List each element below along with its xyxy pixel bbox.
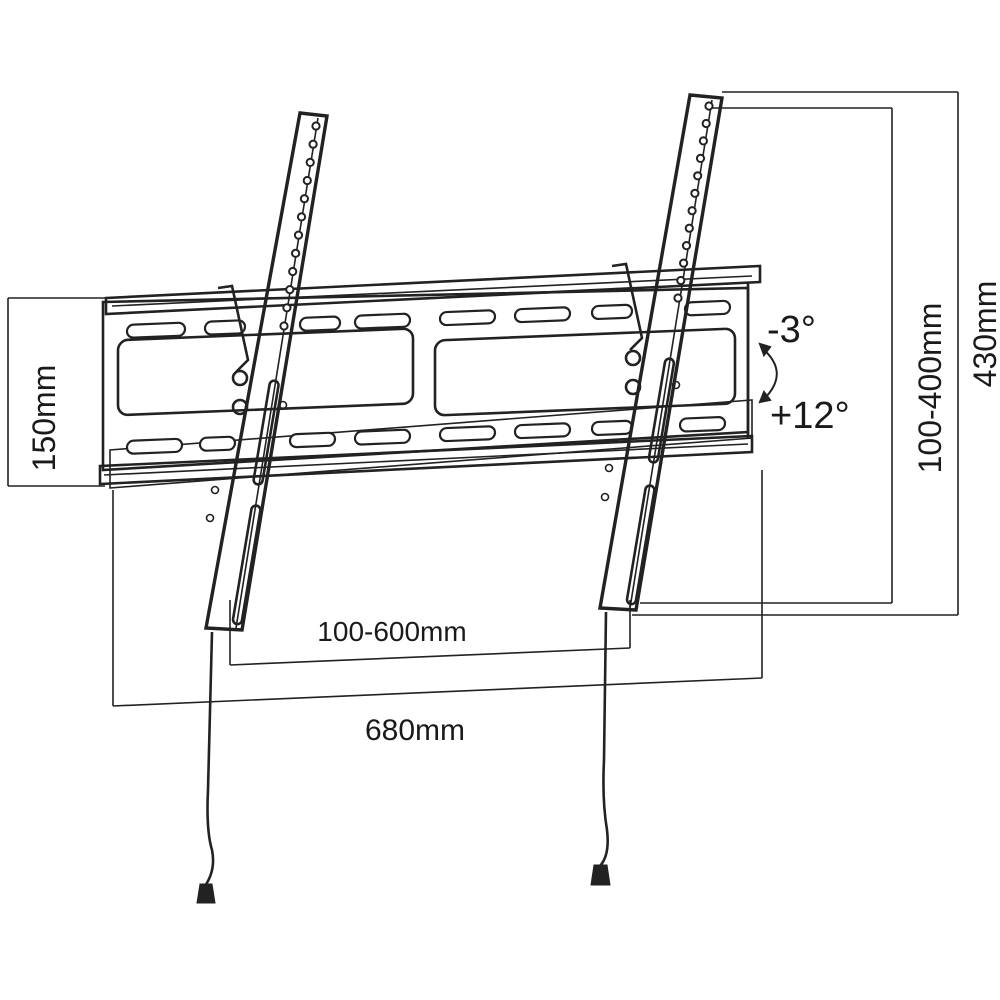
left-arm-hole	[302, 175, 312, 186]
label-tilt-up: -3°	[767, 309, 816, 351]
right-arm-hole	[681, 241, 692, 251]
left-arm-hole	[285, 285, 295, 295]
label-overall-width: 680mm	[365, 714, 465, 747]
right-arm-hole	[695, 153, 706, 163]
dimension-labels: 150mm 100-600mm 680mm 100-400mm 430mm -3…	[26, 281, 1000, 747]
label-150mm: 150mm	[26, 365, 62, 472]
dimension-lines	[7, 91, 959, 707]
label-overall-height: 430mm	[967, 281, 1000, 388]
left-arm-hole	[296, 212, 307, 222]
tilt-arrow	[758, 342, 778, 404]
right-arm-hole	[687, 206, 697, 216]
left-arm-hole	[293, 230, 304, 240]
left-arm-hole	[305, 157, 315, 167]
right-arm-hole	[684, 223, 694, 233]
label-vesa-vertical: 100-400mm	[912, 303, 948, 474]
right-arm-hole	[704, 101, 714, 111]
right-arm-hole	[676, 275, 686, 286]
left-arm-hole	[308, 139, 318, 149]
left-arm-hole	[291, 248, 301, 258]
left-mount-arm	[203, 111, 329, 632]
right-arm-holes	[673, 101, 714, 303]
left-arm-hole	[279, 321, 289, 331]
right-cord-handle	[590, 864, 611, 886]
left-arm-hole	[282, 303, 292, 313]
right-arm-hole	[679, 258, 689, 268]
right-arm-hole	[690, 188, 700, 198]
wall-plate-slots	[125, 299, 732, 455]
pull-cords	[196, 611, 611, 904]
left-arm-holes	[279, 121, 321, 331]
right-arm-hole	[693, 171, 703, 181]
right-arm-hole	[701, 118, 711, 129]
right-arm-hole	[673, 293, 683, 303]
right-arm-hole	[698, 136, 709, 146]
left-arm-hole	[288, 266, 298, 277]
label-vesa-horizontal: 100-600mm	[317, 616, 466, 647]
left-arm-hole	[311, 121, 321, 131]
label-tilt-down: +12°	[770, 395, 850, 437]
right-mount-arm	[597, 93, 724, 612]
left-arm-hole	[299, 194, 309, 204]
left-cord-handle	[196, 883, 216, 904]
